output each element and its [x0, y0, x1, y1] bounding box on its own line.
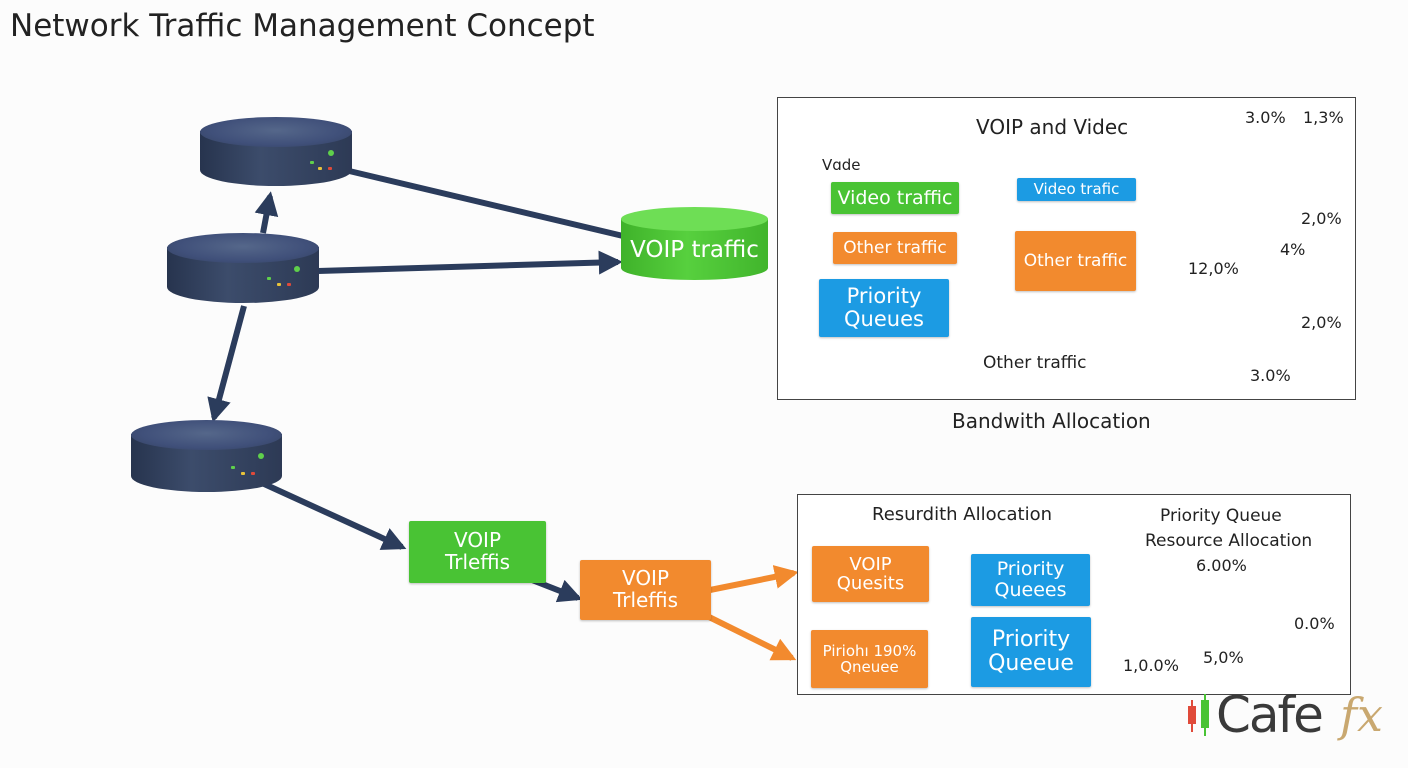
node-other-traffic-left: Other traffic	[833, 232, 957, 264]
arrow-orange-voip-queues	[709, 565, 799, 593]
bandwidth-small-label: Vɑde	[822, 156, 861, 174]
status-led	[241, 472, 245, 475]
page-title: Network Traffic Management Concept	[10, 8, 595, 44]
resource-pct: 0.0%	[1294, 614, 1335, 633]
status-led	[318, 167, 322, 170]
status-led	[310, 161, 314, 164]
status-led	[277, 283, 281, 286]
arrow-voip-green-orange	[530, 577, 583, 603]
status-led	[267, 277, 271, 280]
bandwidth-pct: 3.0%	[1250, 366, 1291, 385]
node-priority-queues: Priority Queues	[819, 279, 949, 337]
status-led	[231, 466, 235, 469]
server-2	[167, 233, 319, 303]
arrow-server2-server3	[207, 305, 247, 423]
arrow-server3-voip-green	[260, 480, 407, 550]
node-video-traffic-right: Video trafic	[1017, 178, 1136, 201]
arrow-orange-pirioh	[703, 612, 797, 661]
resource-header: Resurdith Allocation	[872, 504, 1052, 525]
resource-side-header-1: Priority Queue	[1160, 506, 1282, 526]
bandwidth-pct: 3.0%	[1245, 108, 1286, 127]
status-led	[528, 267, 532, 270]
candlestick-icon	[1188, 694, 1209, 736]
node-voip-green: VOIP Trleffis	[409, 521, 546, 583]
node-priority-queeue: Priority Queeue	[971, 617, 1091, 687]
arrow-server1-voip	[344, 167, 641, 243]
node-voip-queues: VOIP Quesits	[812, 546, 929, 602]
status-led	[328, 167, 332, 170]
bandwidth-caption: Bandwith Allocation	[952, 409, 1151, 433]
bandwidth-pct: 2,0%	[1301, 209, 1342, 228]
arrow-server2-server1	[254, 191, 279, 234]
bandwidth-other-traffic-label: Other traffic	[983, 353, 1087, 373]
bandwidth-pct: 12,0%	[1188, 259, 1239, 278]
voip-traffic-cylinder: VOIP traffic	[621, 207, 768, 280]
node-video-traffic-left: Video traffic	[831, 182, 959, 214]
status-led	[287, 283, 291, 286]
bandwidth-pct: 1,3%	[1303, 108, 1344, 127]
server-3	[131, 420, 282, 492]
arrow-server2-voip	[317, 250, 623, 275]
status-led	[258, 453, 264, 459]
cafefx-brand-main: Cafe	[1216, 686, 1324, 744]
resource-pct: 1,0.0%	[1123, 656, 1179, 675]
node-voip-orange: VOIP Trleffis	[580, 560, 711, 620]
cafefx-brand-suffix: fx	[1340, 688, 1383, 742]
status-led	[328, 150, 334, 156]
node-pirioh-queue: Piriohı 190% Qneuee	[811, 630, 928, 688]
status-led	[251, 472, 255, 475]
resource-side-header-2: Resource Allocation	[1145, 531, 1313, 551]
cafefx-logo: Cafe fx	[1186, 686, 1386, 748]
resource-pct: 6.00%	[1196, 556, 1247, 575]
resource-pct: 5,0%	[1203, 648, 1244, 667]
voip-traffic-label: VOIP traffic	[630, 237, 759, 263]
bandwidth-header: VOIP and Videc	[976, 115, 1129, 139]
bandwidth-pct: 4%	[1280, 240, 1306, 259]
node-priority-queees: Priority Queees	[971, 554, 1090, 606]
bandwidth-pct: 2,0%	[1301, 313, 1342, 332]
server-1	[200, 117, 352, 186]
node-other-traffic-right: Other traffic	[1015, 231, 1136, 291]
status-led	[294, 266, 300, 272]
